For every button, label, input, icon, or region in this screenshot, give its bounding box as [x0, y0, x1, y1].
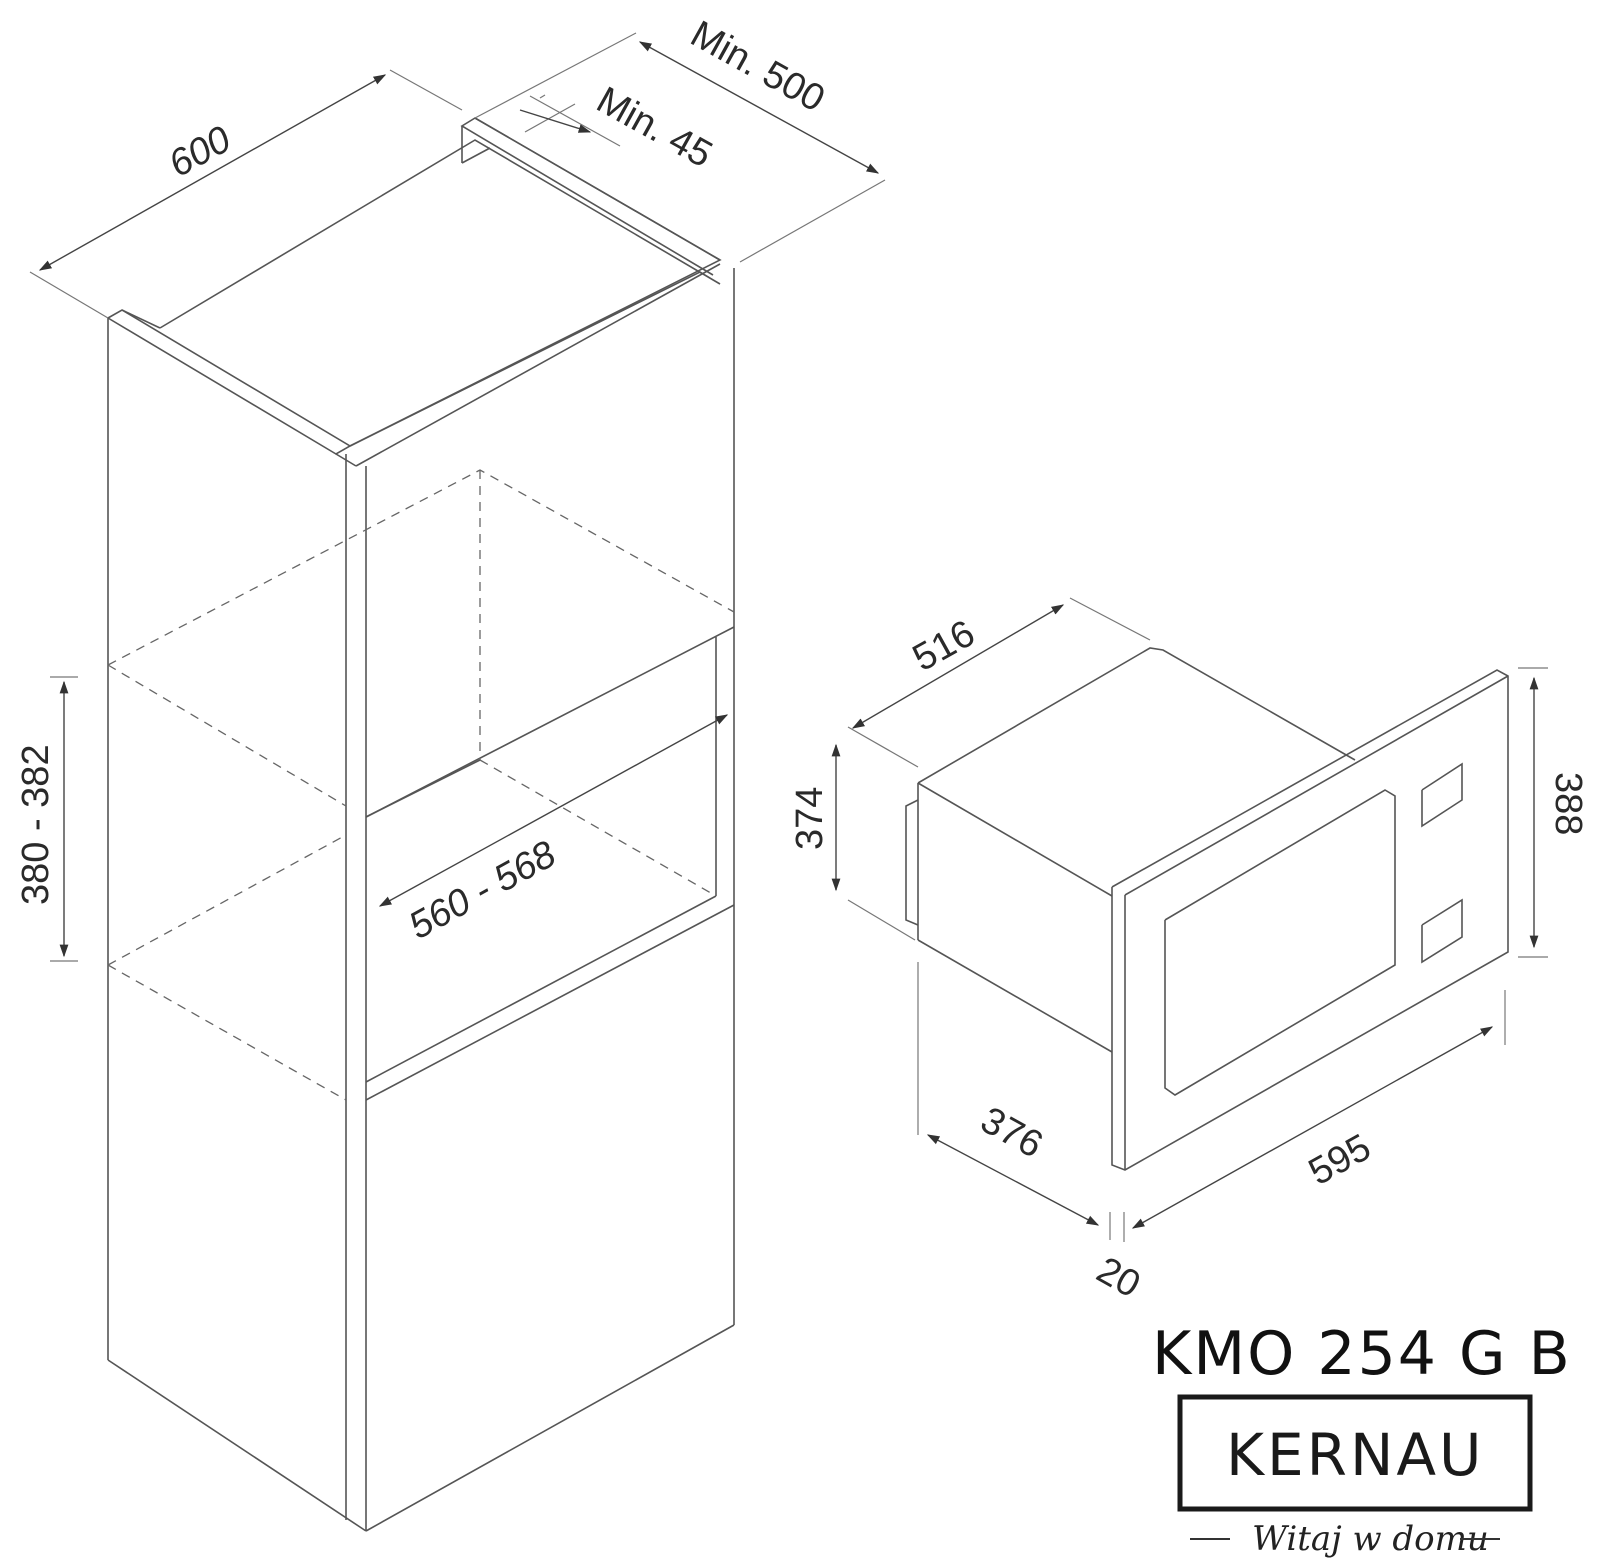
microwave-frame-thickness-label: 20 [1090, 1249, 1147, 1306]
brand-slogan: Witaj w domu [1252, 1519, 1489, 1559]
microwave-depth-label: 516 [906, 612, 982, 679]
microwave-frame-height-label: 388 [1547, 772, 1589, 835]
cabinet-dimensions [29, 32, 886, 962]
brand-logo-box [1177, 1394, 1533, 1512]
microwave-drawing [905, 647, 1509, 1171]
niche-height-label: 380 - 382 [15, 744, 57, 905]
cabinet-width-label: 600 [162, 118, 238, 185]
microwave-frame-width-label: 595 [1302, 1126, 1378, 1193]
cabinet-min-depth-label: Min. 500 [684, 13, 832, 120]
microwave-body-height-label: 374 [789, 787, 831, 850]
microwave-side-width-label: 376 [974, 1099, 1050, 1166]
cabinet-min-gap-label: Min. 45 [590, 79, 719, 176]
brand-logo: KERNAU [1226, 1421, 1485, 1489]
microwave-dimensions [831, 597, 1548, 1242]
niche-width-label: 560 - 568 [402, 833, 563, 948]
model-name: KMO 254 G B [1152, 1319, 1572, 1389]
cabinet-drawing [107, 117, 735, 1532]
